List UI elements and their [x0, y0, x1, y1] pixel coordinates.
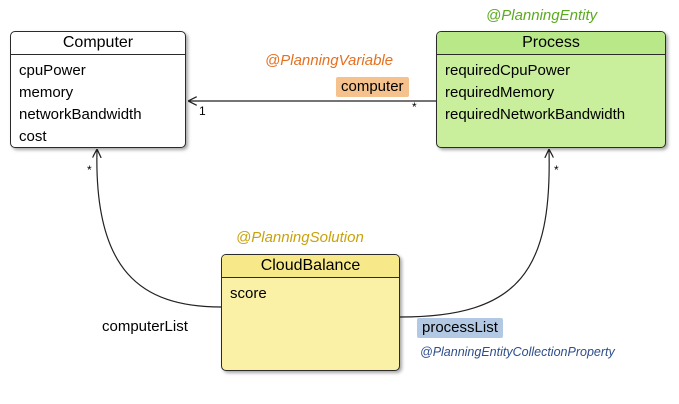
process-attributes: requiredCpuPower requiredMemory required… — [437, 55, 665, 126]
cloud-balance-class: CloudBalance score — [221, 254, 400, 371]
planning-entity-annotation: @PlanningEntity — [486, 7, 598, 24]
planning-entity-collection-property-annotation: @PlanningEntityCollectionProperty — [420, 345, 615, 359]
process-list-label: processList — [417, 318, 503, 338]
computer-attribute: cost — [19, 128, 47, 145]
computer-class: Computer cpuPower memory networkBandwidt… — [10, 31, 186, 148]
process-class: Process requiredCpuPower requiredMemory … — [436, 31, 666, 148]
computer-attribute: memory — [19, 84, 74, 101]
process-attribute: requiredCpuPower — [445, 62, 571, 79]
multiplicity-many-label: * — [554, 163, 559, 177]
cloud-balance-attribute: score — [230, 285, 267, 302]
process-attribute: requiredNetworkBandwidth — [445, 106, 626, 123]
process-list-association-line — [399, 150, 549, 318]
process-class-name: Process — [437, 32, 665, 55]
multiplicity-one-label: 1 — [199, 104, 206, 118]
computer-attribute: networkBandwidth — [19, 106, 142, 123]
computer-list-label: computerList — [102, 318, 188, 335]
multiplicity-many-label: * — [87, 163, 92, 177]
process-attribute: requiredMemory — [445, 84, 555, 101]
multiplicity-many-label: * — [412, 100, 417, 114]
computer-field-label: computer — [336, 77, 409, 97]
computer-class-name: Computer — [11, 32, 185, 55]
planning-variable-annotation: @PlanningVariable — [265, 52, 394, 69]
planning-solution-annotation: @PlanningSolution — [236, 229, 364, 246]
cloud-balance-attributes: score — [222, 278, 399, 305]
computer-attributes: cpuPower memory networkBandwidth cost — [11, 55, 185, 147]
computer-attribute: cpuPower — [19, 62, 86, 79]
computer-list-association-line — [97, 150, 222, 308]
cloud-balance-class-name: CloudBalance — [222, 255, 399, 278]
